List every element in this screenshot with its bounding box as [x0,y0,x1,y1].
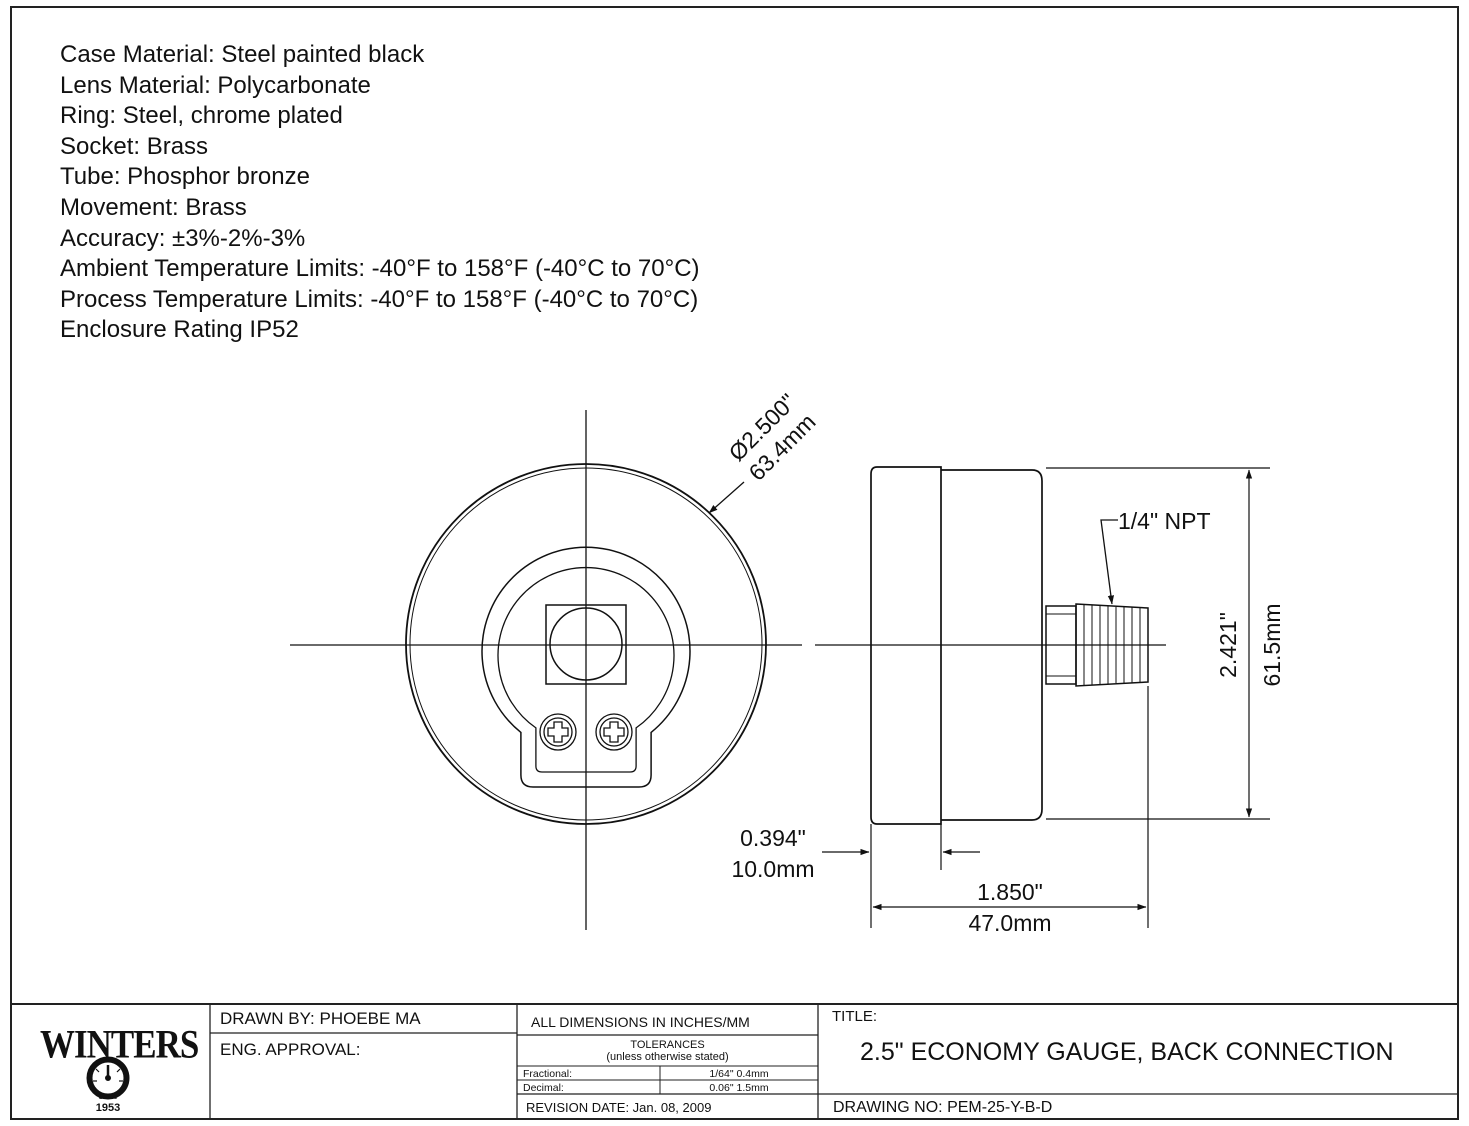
mounting-screw-left [539,713,577,751]
case-body [941,469,1043,821]
decimal-value: 0.06" 1.5mm [709,1082,769,1094]
spec-movement: Movement: Brass [60,193,247,221]
bezel-inch-label: 0.394" [740,825,806,851]
depth-mm-label: 47.0mm [968,910,1051,936]
bezel-mm-label: 10.0mm [731,856,814,882]
title-label: TITLE: [832,1008,878,1025]
spec-lens-material: Lens Material: Polycarbonate [60,71,371,99]
all-dimensions-note: ALL DIMENSIONS IN INCHES/MM [531,1014,750,1030]
spec-enclosure-rating: Enclosure Rating IP52 [60,316,299,344]
spec-socket: Socket: Brass [60,132,209,160]
diameter-callout: Ø2.500" 63.4mm [724,389,821,486]
drawing-number: DRAWING NO: PEM-25-Y-B-D [833,1099,1053,1116]
bezel-ring [870,466,942,825]
spec-case-material: Case Material: Steel painted black [60,41,425,68]
npt-leader [1100,519,1118,605]
tolerances-title: TOLERANCES [630,1039,705,1051]
tolerances-subtitle: (unless otherwise stated) [606,1051,729,1063]
diameter-leader [708,481,745,514]
fractional-label: Fractional: [523,1068,573,1080]
drawing-title: 2.5" ECONOMY GAUGE, BACK CONNECTION [860,1038,1394,1066]
title-block-grid [10,1003,1459,1120]
height-mm-label: 61.5mm [1259,603,1285,686]
revision-date: REVISION DATE: Jan. 08, 2009 [526,1100,712,1115]
depth-inch-label: 1.850" [977,879,1043,905]
npt-thread-lines [1083,605,1141,685]
spec-ring: Ring: Steel, chrome plated [60,102,343,130]
socket-outline-inner [497,566,675,773]
fractional-value: 1/64" 0.4mm [709,1068,769,1080]
npt-thread [1075,603,1149,687]
mounting-screw-right [595,713,633,751]
spec-accuracy: Accuracy: ±3%-2%-3% [60,224,306,252]
side-view [815,466,1270,928]
specifications-list: Case Material: Steel painted black Lens … [60,40,700,346]
socket-wrench-flat [545,604,627,685]
connection-bore [549,607,623,681]
front-view [290,410,802,930]
gauge-outer-case [405,463,767,825]
winters-logo-text: WINTERS [40,1022,199,1067]
spec-ambient-temperature: Ambient Temperature Limits: -40°F to 158… [60,255,700,283]
npt-label: 1/4" NPT [1118,508,1211,534]
height-callout: 2.421" 61.5mm [1215,603,1285,686]
height-inch-label: 2.421" [1215,612,1241,678]
winters-logo-since: Since [98,1094,118,1101]
drawing-sheet [10,6,1459,1120]
technical-drawing: Ø2.500" 63.4mm [290,389,1285,936]
title-block: WINTERS Since 1953 DRAWN BY: PHOEBE MA E… [10,1003,1459,1120]
winters-logo-year: 1953 [95,1102,121,1114]
engineering-approval: ENG. APPROVAL: [220,1040,361,1059]
spec-tube: Tube: Phosphor bronze [60,163,310,191]
winters-logo-gauge-icon [86,1056,130,1100]
winters-logo: WINTERS Since 1953 [10,1003,210,1120]
gauge-inner-case [409,467,763,821]
socket-outline-outer [481,546,691,788]
drawn-by: DRAWN BY: PHOEBE MA [220,1009,421,1028]
spec-process-temperature: Process Temperature Limits: -40°F to 158… [60,285,699,313]
decimal-label: Decimal: [523,1082,564,1094]
